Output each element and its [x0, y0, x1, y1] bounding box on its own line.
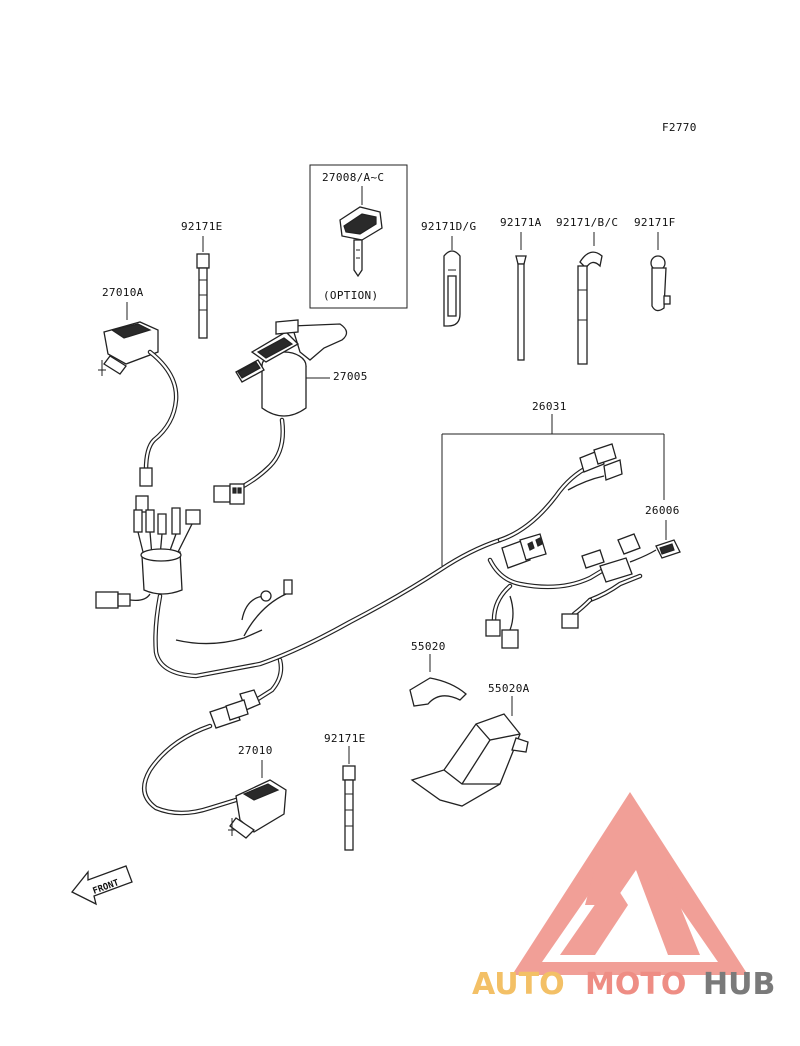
- figure-code: F2770: [662, 121, 697, 134]
- connector-center: [501, 533, 547, 569]
- logo-triangle-icon: [512, 792, 748, 975]
- switch-27010A: [98, 321, 159, 376]
- watermark-part3: HUB: [703, 967, 775, 1002]
- bracket-55020A: [410, 713, 529, 807]
- key-icon: [339, 206, 383, 278]
- label-92171E-bottom: 92171E: [324, 732, 366, 745]
- label-92171E-top: 92171E: [181, 220, 223, 233]
- label-27005: 27005: [333, 370, 368, 383]
- label-27008: 27008/A~C: [322, 171, 384, 184]
- watermark-part2: MOTO: [585, 967, 686, 1002]
- watermark-part1: AUTO: [472, 967, 565, 1002]
- connector-bottom-right: [561, 613, 579, 629]
- cable-tie-92171A: [515, 255, 527, 361]
- label-92171A: 92171A: [500, 216, 542, 229]
- ignition-switch-27005: [235, 319, 348, 417]
- cable-tie-92171E-bottom: [342, 765, 356, 851]
- connector-left-box: [95, 591, 131, 609]
- connector-lower: [485, 595, 519, 649]
- label-27010: 27010: [238, 744, 273, 757]
- ring-terminal: [260, 579, 293, 602]
- connector-top-right: [579, 443, 623, 481]
- label-option: (OPTION): [323, 289, 378, 302]
- label-92171BC: 92171/B/C: [556, 216, 618, 229]
- label-92171DG: 92171D/G: [421, 220, 476, 233]
- switch-27010: [228, 779, 287, 839]
- connector-27005: [213, 483, 245, 505]
- clamp-92171BC: [577, 251, 603, 365]
- label-26031: 26031: [532, 400, 567, 413]
- relay-26006: [655, 539, 681, 559]
- front-arrow-icon: FRONT: [70, 865, 133, 906]
- option-box: [309, 164, 408, 309]
- label-55020: 55020: [411, 640, 446, 653]
- harness-left-bundle: [133, 495, 201, 595]
- clamp-92171F: [650, 255, 671, 312]
- label-92171F: 92171F: [634, 216, 676, 229]
- cable-tie-92171E-top: [196, 253, 210, 339]
- connector-27010-harness: [209, 689, 261, 729]
- label-26006: 26006: [645, 504, 680, 517]
- cover-55020: [409, 677, 467, 707]
- connector-right-1: [581, 533, 641, 583]
- watermark: AUTO MOTO HUB: [472, 967, 775, 1002]
- label-27010A: 27010A: [102, 286, 144, 299]
- clamp-92171DG: [443, 250, 461, 327]
- label-55020A: 55020A: [488, 682, 530, 695]
